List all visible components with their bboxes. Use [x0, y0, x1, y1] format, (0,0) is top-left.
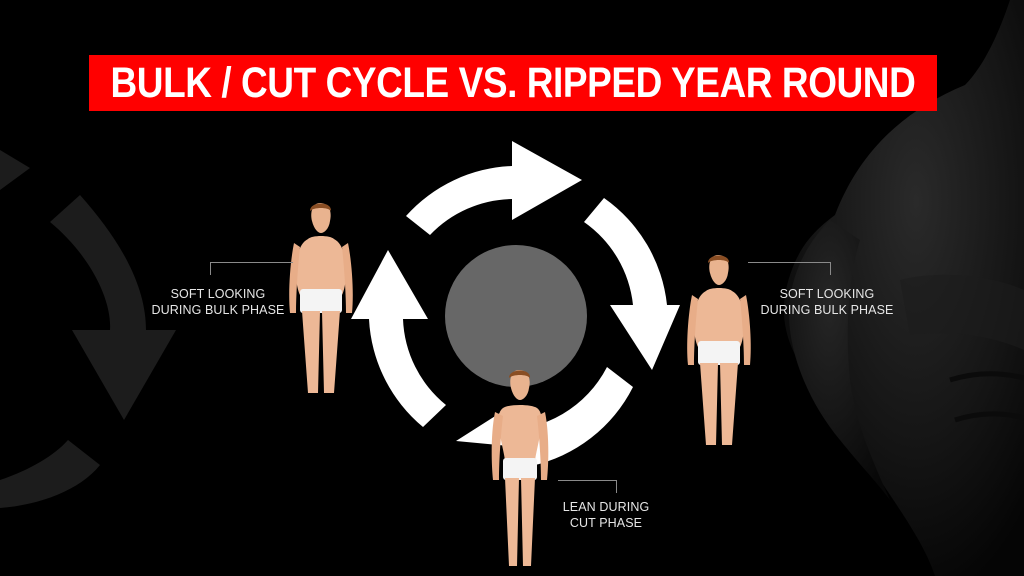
leader-line-right [748, 262, 831, 275]
faded-cycle-arrow-icon [0, 150, 176, 508]
arrow-left-icon [351, 250, 446, 427]
label-right-bulk: SOFT LOOKING DURING BULK PHASE [760, 287, 894, 317]
label-bottom-cut: LEAN DURING CUT PHASE [562, 500, 650, 530]
figure-left-soft [289, 203, 353, 393]
leader-line-bottom [558, 480, 617, 493]
leader-line-left [210, 262, 293, 275]
label-left-bulk: SOFT LOOKING DURING BULK PHASE [151, 287, 285, 317]
center-circle [445, 245, 587, 387]
title-banner: BULK / CUT CYCLE VS. RIPPED YEAR ROUND [89, 55, 937, 111]
page-title: BULK / CUT CYCLE VS. RIPPED YEAR ROUND [110, 58, 916, 107]
figure-bottom-lean [491, 370, 549, 566]
muscular-torso-silhouette [783, 0, 1024, 576]
arrow-right-icon [584, 198, 680, 370]
arrow-top-icon [406, 141, 582, 235]
figure-right-soft [687, 255, 751, 445]
